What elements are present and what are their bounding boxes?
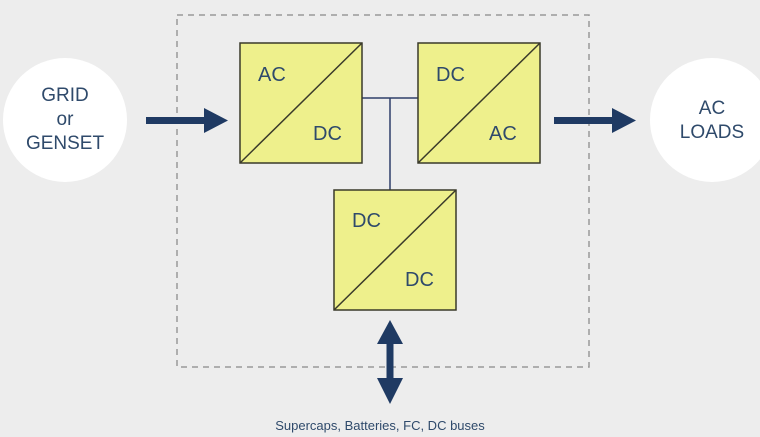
ac-loads-label: AC LOADS [662, 97, 760, 145]
ac-loads-circle [650, 58, 760, 182]
grid-genset-circle [3, 58, 127, 182]
ac-dc-bottom-label: DC [313, 123, 342, 145]
grid-genset-line-2: or [56, 109, 74, 130]
grid-genset-line-1: GRID [41, 85, 89, 106]
dc-ac-bottom-label: AC [489, 123, 517, 145]
dc-dc-bottom-label: DC [405, 269, 434, 291]
grid-genset-label: GRID or GENSET [15, 84, 115, 156]
ac-loads-line-2: LOADS [679, 122, 745, 143]
dc-ac-converter [417, 42, 541, 164]
ac-dc-top-label: AC [258, 64, 286, 86]
dc-ac-top-label: DC [436, 64, 465, 86]
system-boundary [176, 14, 590, 368]
storage-bidirectional-arrow [377, 320, 403, 404]
input-arrow [146, 108, 228, 133]
output-arrow [554, 108, 636, 133]
ac-loads-line-1: AC [698, 98, 726, 119]
ac-dc-converter [239, 42, 363, 164]
grid-genset-line-3: GENSET [25, 133, 105, 154]
dc-dc-converter [333, 189, 457, 311]
dc-dc-top-label: DC [352, 210, 381, 232]
storage-caption: Supercaps, Batteries, FC, DC buses [275, 418, 485, 433]
